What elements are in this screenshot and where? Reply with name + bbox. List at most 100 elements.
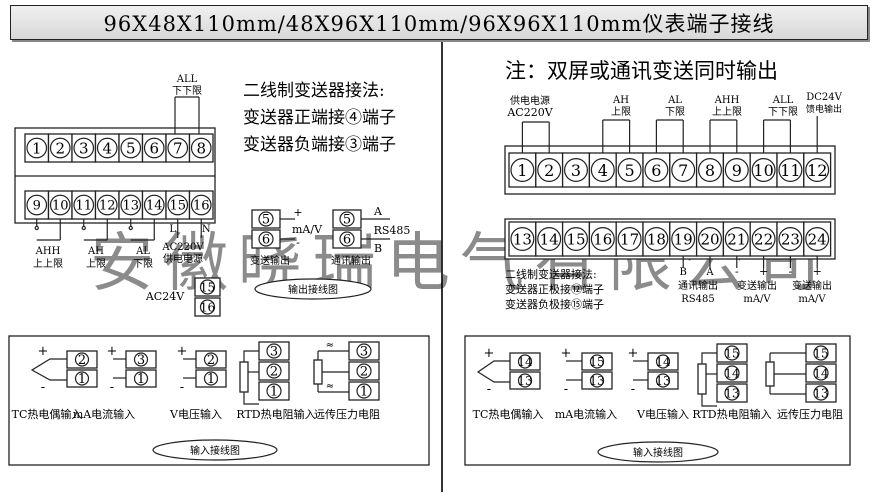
left-rtd-term-ring [266,343,282,359]
right-rtd-term-ring [724,345,740,361]
right-input-label: mA电流输入 [555,407,617,421]
right-tc-term-num: 13 [517,374,532,388]
left-all-sub: 下下限 [172,85,202,97]
right-ma-term-ring [589,354,605,369]
left-bottom-terminal-ring [120,194,142,216]
right-input-label: 远传压力电阻 [777,408,843,421]
right-top-terminal-num: 8 [705,161,715,180]
right-dc-sub: 馈电输出 [806,103,842,115]
left-rs485: RS485 [374,224,411,237]
right-top-terminal-num: 7 [678,161,688,180]
left-output-diagram-label: 输出接线图 [288,283,338,296]
right-rtd-term-num: 15 [724,346,739,360]
left-bottom-terminal-num: 13 [122,199,139,214]
right-remote-term-num: 15 [813,346,828,360]
right-remote-term-ring [813,345,829,361]
left-all-label: ALL [176,74,198,85]
left-bottom-terminal-num: 10 [52,199,69,214]
left-power-label: AC220V [161,242,204,253]
left-out-plus: + [293,206,302,219]
right-remote-resistor [765,361,775,387]
right-bottom-terminal-ring [644,227,669,252]
right-top-terminal-num: 4 [598,161,608,180]
left-bottom-terminal-ring [96,194,118,216]
right-tx2-unit: mA/V [798,294,826,305]
left-tc-term-num: 1 [78,372,86,387]
right-ma-plus: + [561,346,572,361]
left-out-unit: mA/V [292,223,323,236]
right-tc-term-num: 14 [517,355,533,369]
right-top-terminal-num: 3 [571,161,581,180]
right-v-minus: - [631,382,635,397]
left-top-terminal-num: 5 [126,139,136,157]
right-power-label: 供电电源 [510,94,550,107]
left-tc-plus: + [38,344,49,359]
left-supply-label: AC24V [145,290,185,303]
left-bottom-terminal-num: 12 [99,199,116,214]
left-top-terminal-ring [73,137,95,159]
left-comm-a: A [373,205,383,218]
right-al-label: AL [667,95,682,106]
left-comm-term-num: 6 [343,233,351,248]
right-remote-term-ring [813,365,829,381]
left-n-label: N [202,224,211,235]
right-remote-term-num: 13 [813,386,828,400]
left-bottom-terminal-ring [190,194,212,216]
right-top-terminal-num: 1 [517,161,527,180]
left-remote-resistor [313,359,323,385]
right-rtd-term-num: 14 [724,366,740,380]
right-bottom-terminal-ring [671,227,696,252]
right-bottom-terminal-num: 13 [513,230,532,248]
right-remote-term-num: 14 [813,366,829,380]
right-tx1-label: 变送输出 [737,279,777,292]
right-top-terminal-num: 6 [651,161,661,180]
left-ah-label: AH [87,246,104,257]
right-dc-label: DC24V [806,92,842,103]
left-tc-term-num: 2 [78,353,86,368]
left-remote-term-ring [356,363,372,379]
left-rtd-term-num: 2 [270,365,278,380]
right-rtd-term-ring [724,385,740,401]
left-remote-term-num: 1 [360,385,368,400]
right-ahh-sub: 上上限 [712,106,742,118]
right-top-terminal-ring [778,158,803,183]
left-comm-term-ring [339,211,355,227]
right-tc-term-ring [517,354,533,369]
left-ma-term-ring [133,371,149,386]
right-input-diagram-label: 输入接线图 [633,446,683,459]
left-rtd-term-ring [266,383,282,399]
left-bottom-terminal-ring [49,194,71,216]
left-top-terminal-ring [96,137,118,159]
right-comm-label: 通讯输出 [678,279,718,292]
right-ma-term-num: 15 [589,355,604,369]
left-note-line: 二线制变送器接法: [243,81,385,101]
right-tc-term-ring [517,373,533,388]
left-comm-term-num: 5 [343,213,351,228]
right-bottom-terminal-ring [724,227,749,252]
left-tc-term-ring [74,352,90,367]
left-remote-term-num: 2 [360,365,368,380]
right-bottom-terminal-num: 20 [700,230,719,248]
right-input-label: TC热电偶输入 [473,407,544,421]
left-comm-term-ring [339,231,355,247]
right-bottom-terminal-ring [537,227,562,252]
left-top-terminal-num: 8 [196,139,206,157]
right-v-term-num: 14 [655,355,671,369]
right-remote-wire [769,352,806,395]
right-bottom-terminal-ring [563,227,588,252]
right-top-terminal-num: 12 [807,161,827,180]
left-note-line: 变送器正端接④端子 [243,108,396,128]
left-tc-term-ring [74,371,90,386]
right-tx1-plus: + [759,265,768,278]
left-bottom-terminal-ring [26,194,48,216]
right-bottom-terminal-num: 19 [674,230,693,248]
right-v-term-ring [655,354,671,369]
right-top-terminal-ring [590,158,615,183]
right-top-terminal-ring [617,158,642,183]
right-note-line: 变送器负极接⑮端子 [505,297,604,311]
left-supply-term-ring [199,279,216,295]
page-title: 96X48X110mm/48X96X110mm/96X96X110mm仪表端子接… [10,5,868,40]
right-power-sub: AC220V [506,106,553,119]
left-l-label: L [169,224,176,235]
